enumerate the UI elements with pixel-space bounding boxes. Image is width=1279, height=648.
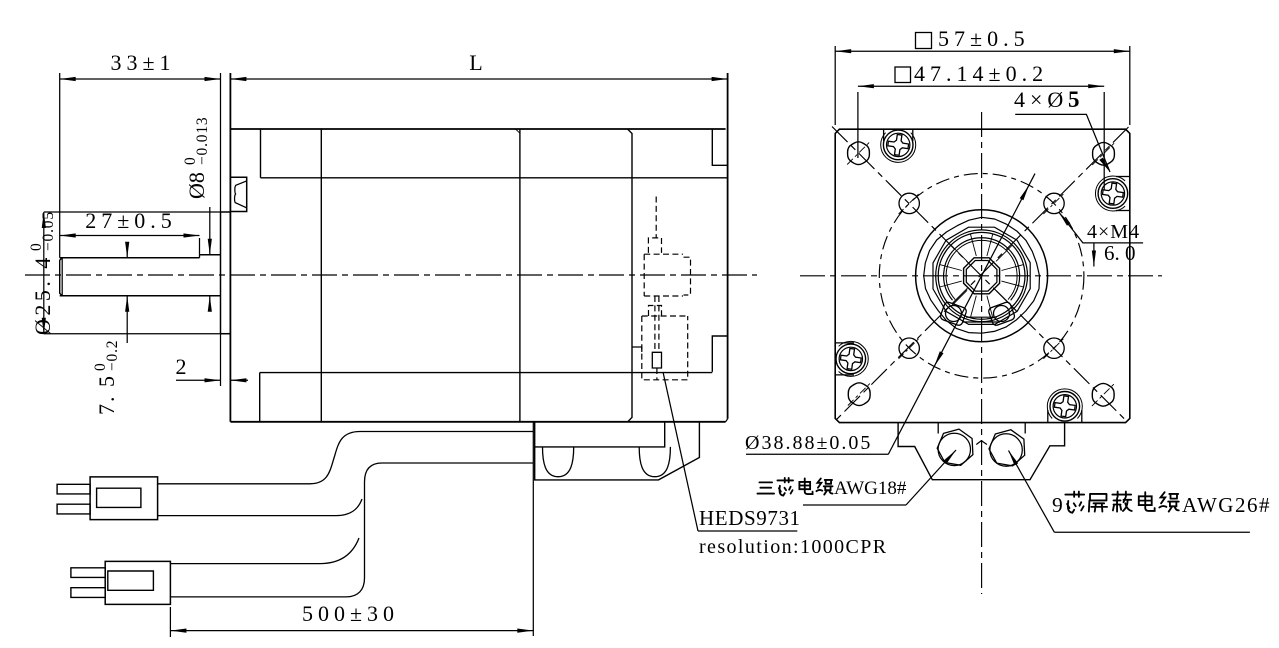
svg-text:33±1: 33±1 [110,50,175,75]
svg-text:2: 2 [176,354,187,379]
svg-text:7. 5: 7. 5 [94,374,119,415]
svg-text:HEDS9731: HEDS9731 [699,506,801,530]
svg-text:Ø8: Ø8 [184,172,209,199]
svg-text:L: L [469,50,482,75]
svg-text:5: 5 [1068,87,1080,112]
svg-text:6. 0: 6. 0 [1104,241,1136,265]
svg-text:500±30: 500±30 [302,601,399,626]
svg-text:4×Ø: 4×Ø [1014,87,1068,112]
svg-text:27±0.5: 27±0.5 [85,208,177,233]
svg-text:AWG18#: AWG18# [834,478,907,499]
svg-text:0−0.2: 0−0.2 [92,340,121,371]
svg-text:0−0.013: 0−0.013 [182,117,211,165]
svg-text:9: 9 [1052,493,1063,517]
svg-text:57±0.5: 57±0.5 [938,26,1030,51]
svg-text:Ø38.88±0.05: Ø38.88±0.05 [745,432,872,454]
svg-text:47.14±0.2: 47.14±0.2 [914,61,1048,86]
svg-text:0−0.05: 0−0.05 [28,211,57,251]
svg-text:resolution:1000CPR: resolution:1000CPR [699,536,888,558]
svg-text:4×M4: 4×M4 [1087,221,1140,243]
svg-text:AWG26#: AWG26# [1182,493,1271,517]
svg-text:Ø25. 4: Ø25. 4 [30,254,55,335]
